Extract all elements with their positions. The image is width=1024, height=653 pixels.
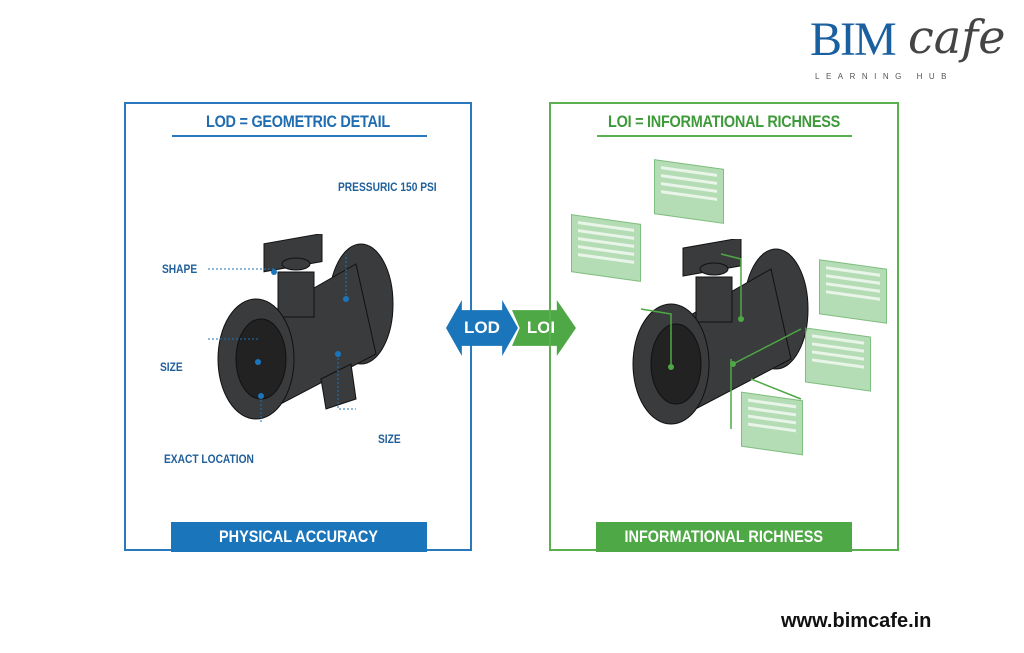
label-pressure: PRESSURIC 150 PSI [338, 180, 437, 194]
label-size-left: SIZE [160, 360, 183, 374]
info-card-1 [571, 214, 641, 282]
label-exact-location: EXACT LOCATION [164, 452, 254, 466]
lod-panel: LOD = GEOMETRIC DETAIL PRESSURIC 150 PSI… [124, 102, 472, 552]
website-url[interactable]: www.bimcafe.in [781, 610, 932, 632]
lod-title-underline [172, 135, 427, 137]
valve-illustration-loi [632, 239, 809, 429]
info-card-2 [654, 159, 724, 224]
info-card-4 [805, 327, 871, 392]
logo-tagline: LEARNING HUB [815, 72, 954, 81]
loi-title-underline [597, 135, 852, 137]
info-card-3 [819, 259, 887, 324]
loi-title: LOI = INFORMATIONAL RICHNESS [608, 112, 840, 131]
valve-illustration-lod [206, 234, 394, 424]
lod-title: LOD = GEOMETRIC DETAIL [206, 112, 390, 131]
info-card-5 [741, 391, 803, 456]
loi-panel: LOI = INFORMATIONAL RICHNESS INFORMATION… [549, 102, 899, 552]
logo-cafe: cafe [908, 10, 1006, 64]
logo: BIM cafe LEARNING HUB [810, 10, 1010, 100]
informational-richness-banner: INFORMATIONAL RICHNESS [596, 522, 852, 552]
label-size-right: SIZE [378, 432, 401, 446]
label-shape: SHAPE [162, 262, 198, 276]
logo-bim: BIM [810, 13, 897, 66]
physical-accuracy-banner: PHYSICAL ACCURACY [171, 522, 427, 552]
